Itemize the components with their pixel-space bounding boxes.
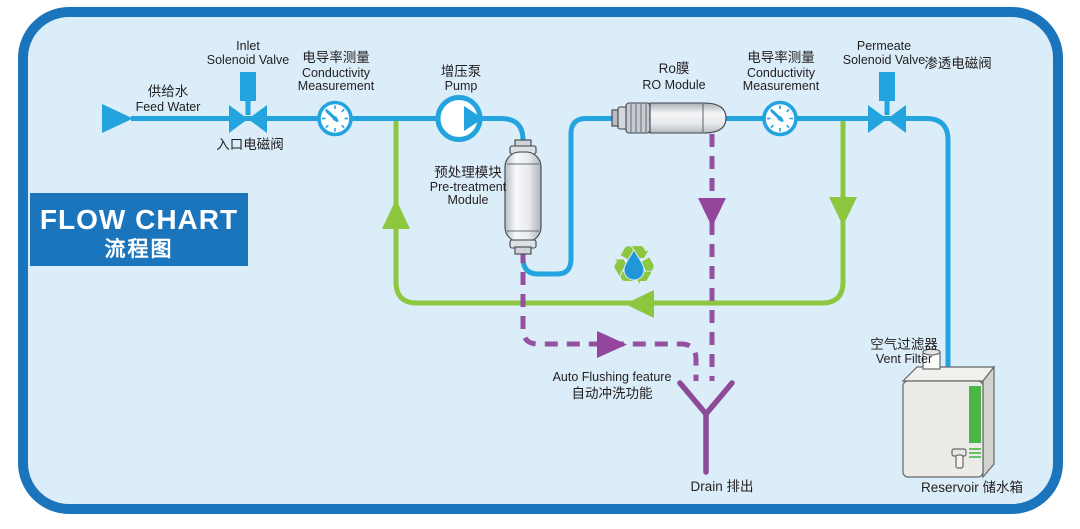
recycle-icon: ♻ <box>610 236 658 296</box>
green-arrow-up-icon <box>382 199 410 229</box>
ro-module-label-en: RO Module <box>642 78 705 92</box>
tap-icon <box>951 448 967 469</box>
feed-water-label-cn: 供给水 <box>148 84 189 99</box>
permeate-valve-label-1: Permeate <box>857 39 911 53</box>
inlet-valve-label-1: Inlet <box>236 39 260 53</box>
reservoir-tank-icon <box>901 348 996 479</box>
vent-filter-label-en: Vent Filter <box>876 352 932 366</box>
conductivity-gauge-icon <box>762 100 798 137</box>
drain-label: Drain 排出 <box>690 479 753 494</box>
conductivity1-label-1: Conductivity <box>302 66 371 80</box>
labels: 供给水 Feed Water Inlet Solenoid Valve 入口电磁… <box>136 39 1023 495</box>
title-box: FLOW CHART 流程图 <box>30 193 248 266</box>
conductivity1-label-2: Measurement <box>298 79 375 93</box>
feed-arrow-icon <box>102 104 133 133</box>
conductivity-gauge-icon <box>317 100 353 137</box>
panel-border <box>18 7 1063 514</box>
permeate-valve-label-cn: 渗透电磁阀 <box>924 56 992 71</box>
water-drop-icon <box>623 249 645 281</box>
vent-filter-icon <box>922 348 941 370</box>
conductivity2-label-2: Measurement <box>743 79 820 93</box>
reservoir-label: Reservoir 储水箱 <box>921 480 1023 495</box>
flush-pipes <box>520 134 715 381</box>
pretreatment-module-icon <box>504 139 542 255</box>
green-arrow-left-icon <box>625 290 654 318</box>
recirculation-pipe <box>393 121 846 306</box>
pretreatment-label-cn: 预处理模块 <box>434 165 502 180</box>
ro-module-label-cn: Ro膜 <box>659 61 690 76</box>
ro-module-icon <box>611 102 727 134</box>
pretreatment-label-1: Pre-treatment <box>430 180 507 194</box>
conductivity2-label-1: Conductivity <box>747 66 816 80</box>
pretreatment-label-2: Module <box>448 193 489 207</box>
vent-filter-label-cn: 空气过滤器 <box>870 337 938 352</box>
auto-flush-label-cn: 自动冲洗功能 <box>572 386 653 401</box>
drain-funnel-icon <box>677 380 735 475</box>
flush-arrows <box>597 198 726 358</box>
inlet-valve-label-cn: 入口电磁阀 <box>216 137 284 152</box>
page-title: FLOW CHART <box>40 204 238 235</box>
purple-arrow-down-icon <box>698 198 726 227</box>
recirculation-arrows <box>382 197 857 318</box>
pump-label-en: Pump <box>445 79 478 93</box>
green-arrow-down-icon <box>829 197 857 226</box>
pump-icon <box>435 95 483 142</box>
feed-water-label-en: Feed Water <box>136 100 201 114</box>
page-title-cn: 流程图 <box>105 237 174 261</box>
permeate-valve-label-2: Solenoid Valve <box>843 53 926 67</box>
inlet-valve-label-2: Solenoid Valve <box>207 53 290 67</box>
conductivity2-label-cn: 电导率测量 <box>747 49 815 65</box>
conductivity1-label-cn: 电导率测量 <box>302 49 370 65</box>
auto-flush-label-en: Auto Flushing feature <box>553 370 672 384</box>
purple-arrow-right-icon <box>597 331 627 358</box>
pump-label-cn: 增压泵 <box>441 64 482 79</box>
